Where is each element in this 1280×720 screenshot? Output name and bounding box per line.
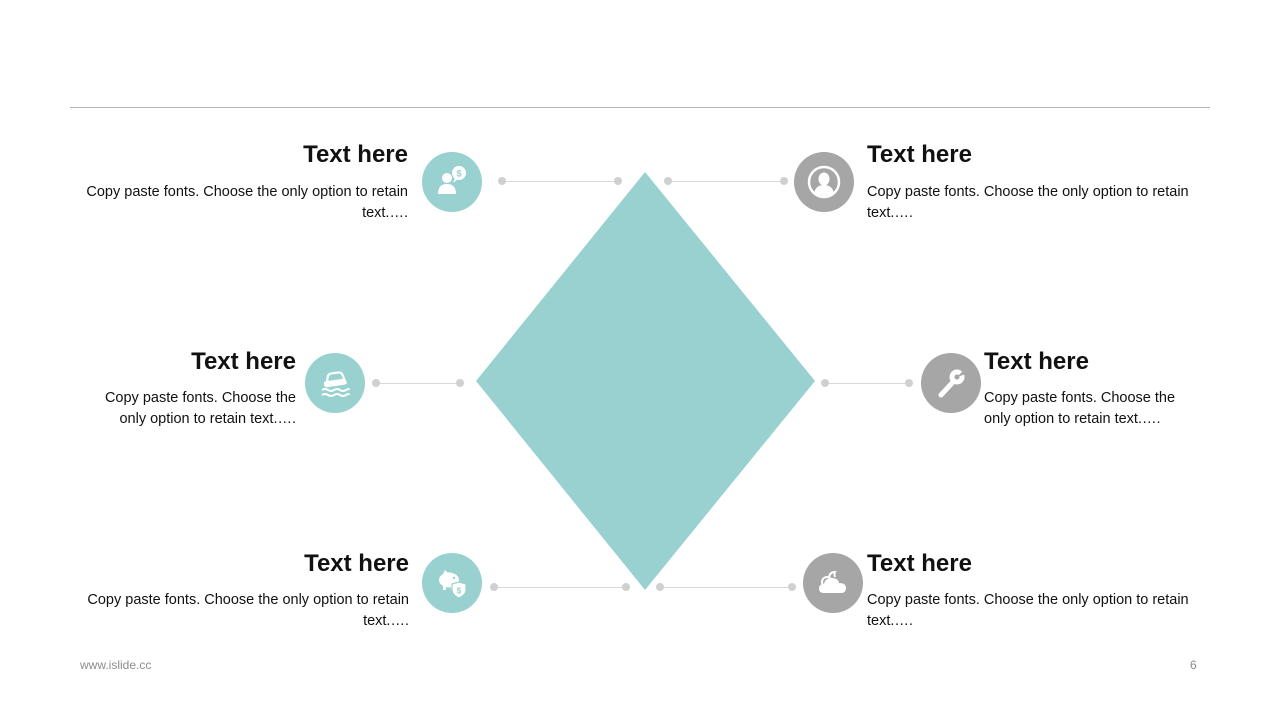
item-4-description: Copy paste fonts. Choose the only option… <box>984 390 1176 427</box>
item-4-title: Text here <box>984 348 1089 375</box>
connector-dot <box>372 379 380 387</box>
flooded-car-icon <box>321 371 350 397</box>
connector-dot <box>490 583 498 591</box>
connector-dot <box>456 379 464 387</box>
connector-line <box>825 383 909 384</box>
connector-line <box>660 587 792 588</box>
connector-line <box>502 181 618 182</box>
top-divider <box>70 107 1210 108</box>
connector-dot <box>622 583 630 591</box>
connector-dot <box>821 379 829 387</box>
item-6-description: Copy paste fonts. Choose the only option… <box>867 592 1189 629</box>
user-profile-icon <box>807 165 841 199</box>
connector-dot <box>498 177 506 185</box>
item-5-icon-circle: $ <box>422 553 482 613</box>
item-2-description: Copy paste fonts. Choose the only option… <box>867 184 1189 221</box>
piggy-bank-shield-icon: $ <box>439 570 467 599</box>
item-2-title: Text here <box>867 141 972 168</box>
item-6-title: Text here <box>867 550 972 577</box>
item-3-title: Text here <box>191 348 296 375</box>
connector-dot <box>656 583 664 591</box>
item-3-description: Copy paste fonts. Choose the only option… <box>104 390 296 427</box>
connector-dot <box>780 177 788 185</box>
item-6-icon-circle <box>803 553 863 613</box>
item-1-icon-circle: $ <box>422 152 482 212</box>
item-2-icon-circle <box>794 152 854 212</box>
connector-dot <box>614 177 622 185</box>
item-4-icon-circle <box>921 353 981 413</box>
svg-text:$: $ <box>457 587 462 596</box>
connector-line <box>376 383 460 384</box>
item-1-description: Copy paste fonts. Choose the only option… <box>86 184 408 221</box>
page-number: 6 <box>1190 658 1197 672</box>
cloud-icon <box>819 570 846 593</box>
connector-line <box>494 587 626 588</box>
item-5-description: Copy paste fonts. Choose the only option… <box>87 592 409 629</box>
footer-url: www.islide.cc <box>80 658 152 672</box>
connector-dot <box>664 177 672 185</box>
svg-text:$: $ <box>456 169 461 179</box>
connector-dot <box>905 379 913 387</box>
item-3-icon-circle <box>305 353 365 413</box>
connector-dot <box>788 583 796 591</box>
connector-line <box>668 181 784 182</box>
person-money-icon: $ <box>438 166 466 194</box>
wrench-icon <box>938 369 966 398</box>
item-1-title: Text here <box>303 141 408 168</box>
item-5-title: Text here <box>304 550 409 577</box>
